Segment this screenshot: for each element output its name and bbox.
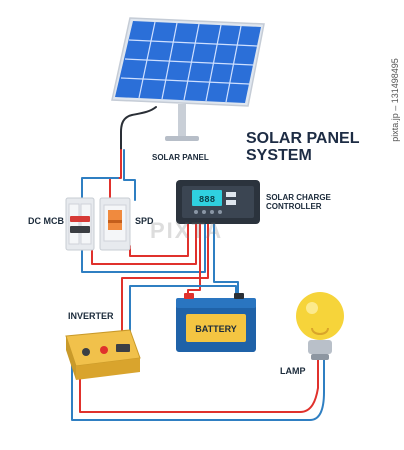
charge-controller: 888 <box>176 180 260 224</box>
diagram-title: SOLAR PANEL SYSTEM <box>246 130 359 164</box>
wire-panel-blue <box>123 149 136 201</box>
spd-device <box>99 197 131 251</box>
image-credit-text: pixta.jp – 131498495 <box>390 58 400 142</box>
label-spd: SPD <box>135 216 154 226</box>
wire-lamp-blue <box>71 357 325 421</box>
watermark: PIXTA <box>150 218 224 243</box>
label-inverter: INVERTER <box>68 311 114 321</box>
label-controller-line-1: SOLAR CHARGE <box>266 193 331 202</box>
wire-loop-blue-2 <box>81 221 206 273</box>
panel-cable <box>120 106 157 151</box>
controller-display-text: 888 <box>199 195 215 205</box>
title-line-2: SYSTEM <box>246 147 312 164</box>
label-solar-panel: SOLAR PANEL <box>152 153 209 162</box>
wire-inv-blue <box>129 285 237 341</box>
wire-loop-blue <box>81 177 119 201</box>
wire-ctrl-bat-blue <box>213 221 239 299</box>
battery: BATTERY <box>176 293 256 352</box>
inverter <box>65 329 141 380</box>
image-credit: pixta.jp – 131498495 <box>388 20 402 180</box>
title-line-1: SOLAR PANEL <box>246 130 360 147</box>
wire-loop-red <box>91 221 197 265</box>
solar-panel <box>111 17 265 141</box>
label-lamp: LAMP <box>280 366 306 376</box>
wire-lamp-red <box>79 357 319 413</box>
label-dc-mcb: DC MCB <box>28 216 64 226</box>
label-controller-line-2: CONTROLLER <box>266 202 322 211</box>
wire-panel-red <box>109 149 122 201</box>
lamp <box>296 292 344 360</box>
dc-mcb <box>65 197 95 251</box>
wire-spd-red <box>129 221 189 257</box>
wire-inv-red <box>121 221 209 339</box>
battery-label: BATTERY <box>195 324 237 334</box>
